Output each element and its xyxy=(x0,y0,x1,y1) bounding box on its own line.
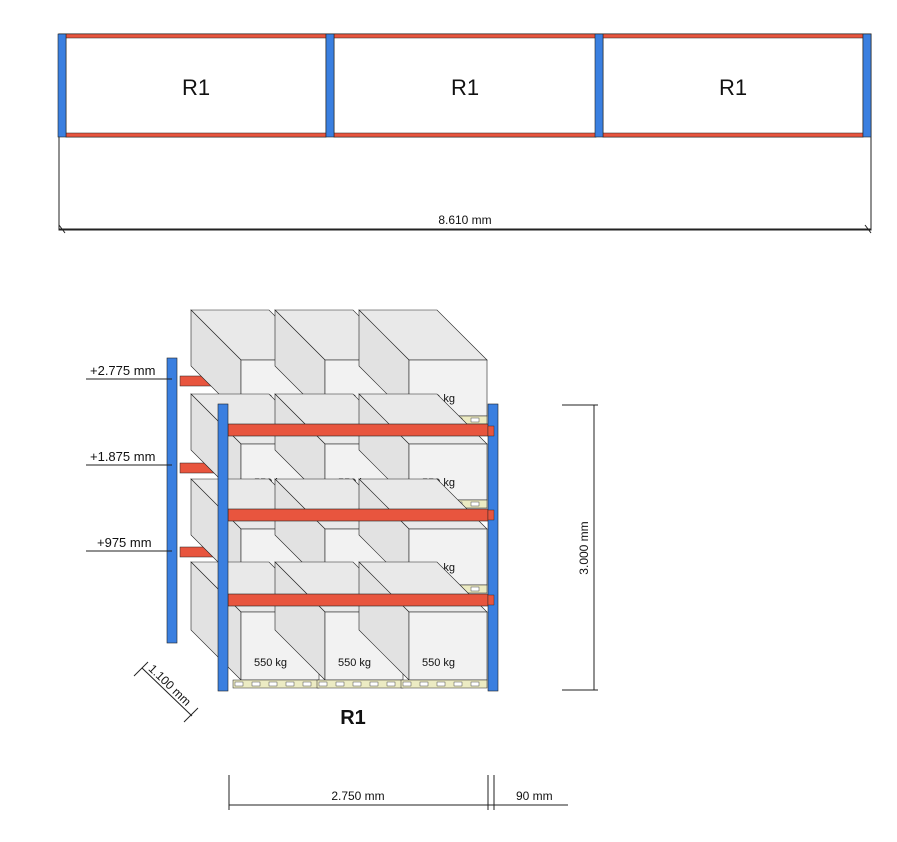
pallet-load-label: 550 kg xyxy=(338,657,371,669)
depth-label: 1.100 mm xyxy=(146,662,194,709)
front-beam xyxy=(227,508,493,522)
plan-bay-label: R1 xyxy=(182,75,210,100)
rear-frame xyxy=(166,357,221,644)
upright-width-label: 90 mm xyxy=(516,789,553,803)
upright-width-dimension: 90 mm xyxy=(488,775,568,810)
plan-upright xyxy=(594,33,604,138)
plan-upright xyxy=(57,33,67,138)
plan-bay xyxy=(602,33,864,138)
total-length-label: 8.610 mm xyxy=(438,213,491,227)
level-annotation: +2.775 mm xyxy=(86,363,172,380)
plan-view: R1 R1 R1 8.610 mm xyxy=(57,33,872,234)
front-beams xyxy=(227,423,493,607)
plan-bay-label: R1 xyxy=(451,75,479,100)
bay-width-label: 2.750 mm xyxy=(331,789,384,803)
level-label: +1.875 mm xyxy=(90,449,155,464)
plan-bay-label: R1 xyxy=(719,75,747,100)
plan-upright xyxy=(862,33,872,138)
level-annotation: +975 mm xyxy=(86,535,172,552)
height-label: 3.000 mm xyxy=(577,521,591,574)
front-beam xyxy=(227,593,493,607)
pallet-load-label: 550 kg xyxy=(254,657,287,669)
plan-bay xyxy=(65,33,327,138)
level-annotation: +1.875 mm xyxy=(86,449,172,466)
level-label: +975 mm xyxy=(97,535,152,550)
front-upright xyxy=(217,403,229,692)
pallet-load: 550 kg xyxy=(358,561,488,689)
depth-dimension: 1.100 mm xyxy=(133,662,199,723)
plan-upright xyxy=(325,33,335,138)
bay-width-dimension: 2.750 mm xyxy=(228,775,489,810)
pallet-load-label: 550 kg xyxy=(422,657,455,669)
front-beam xyxy=(227,423,493,437)
front-upright xyxy=(487,403,499,692)
rack-label: R1 xyxy=(340,707,366,729)
level-label: +2.775 mm xyxy=(90,363,155,378)
height-dimension: 3.000 mm xyxy=(562,404,598,691)
